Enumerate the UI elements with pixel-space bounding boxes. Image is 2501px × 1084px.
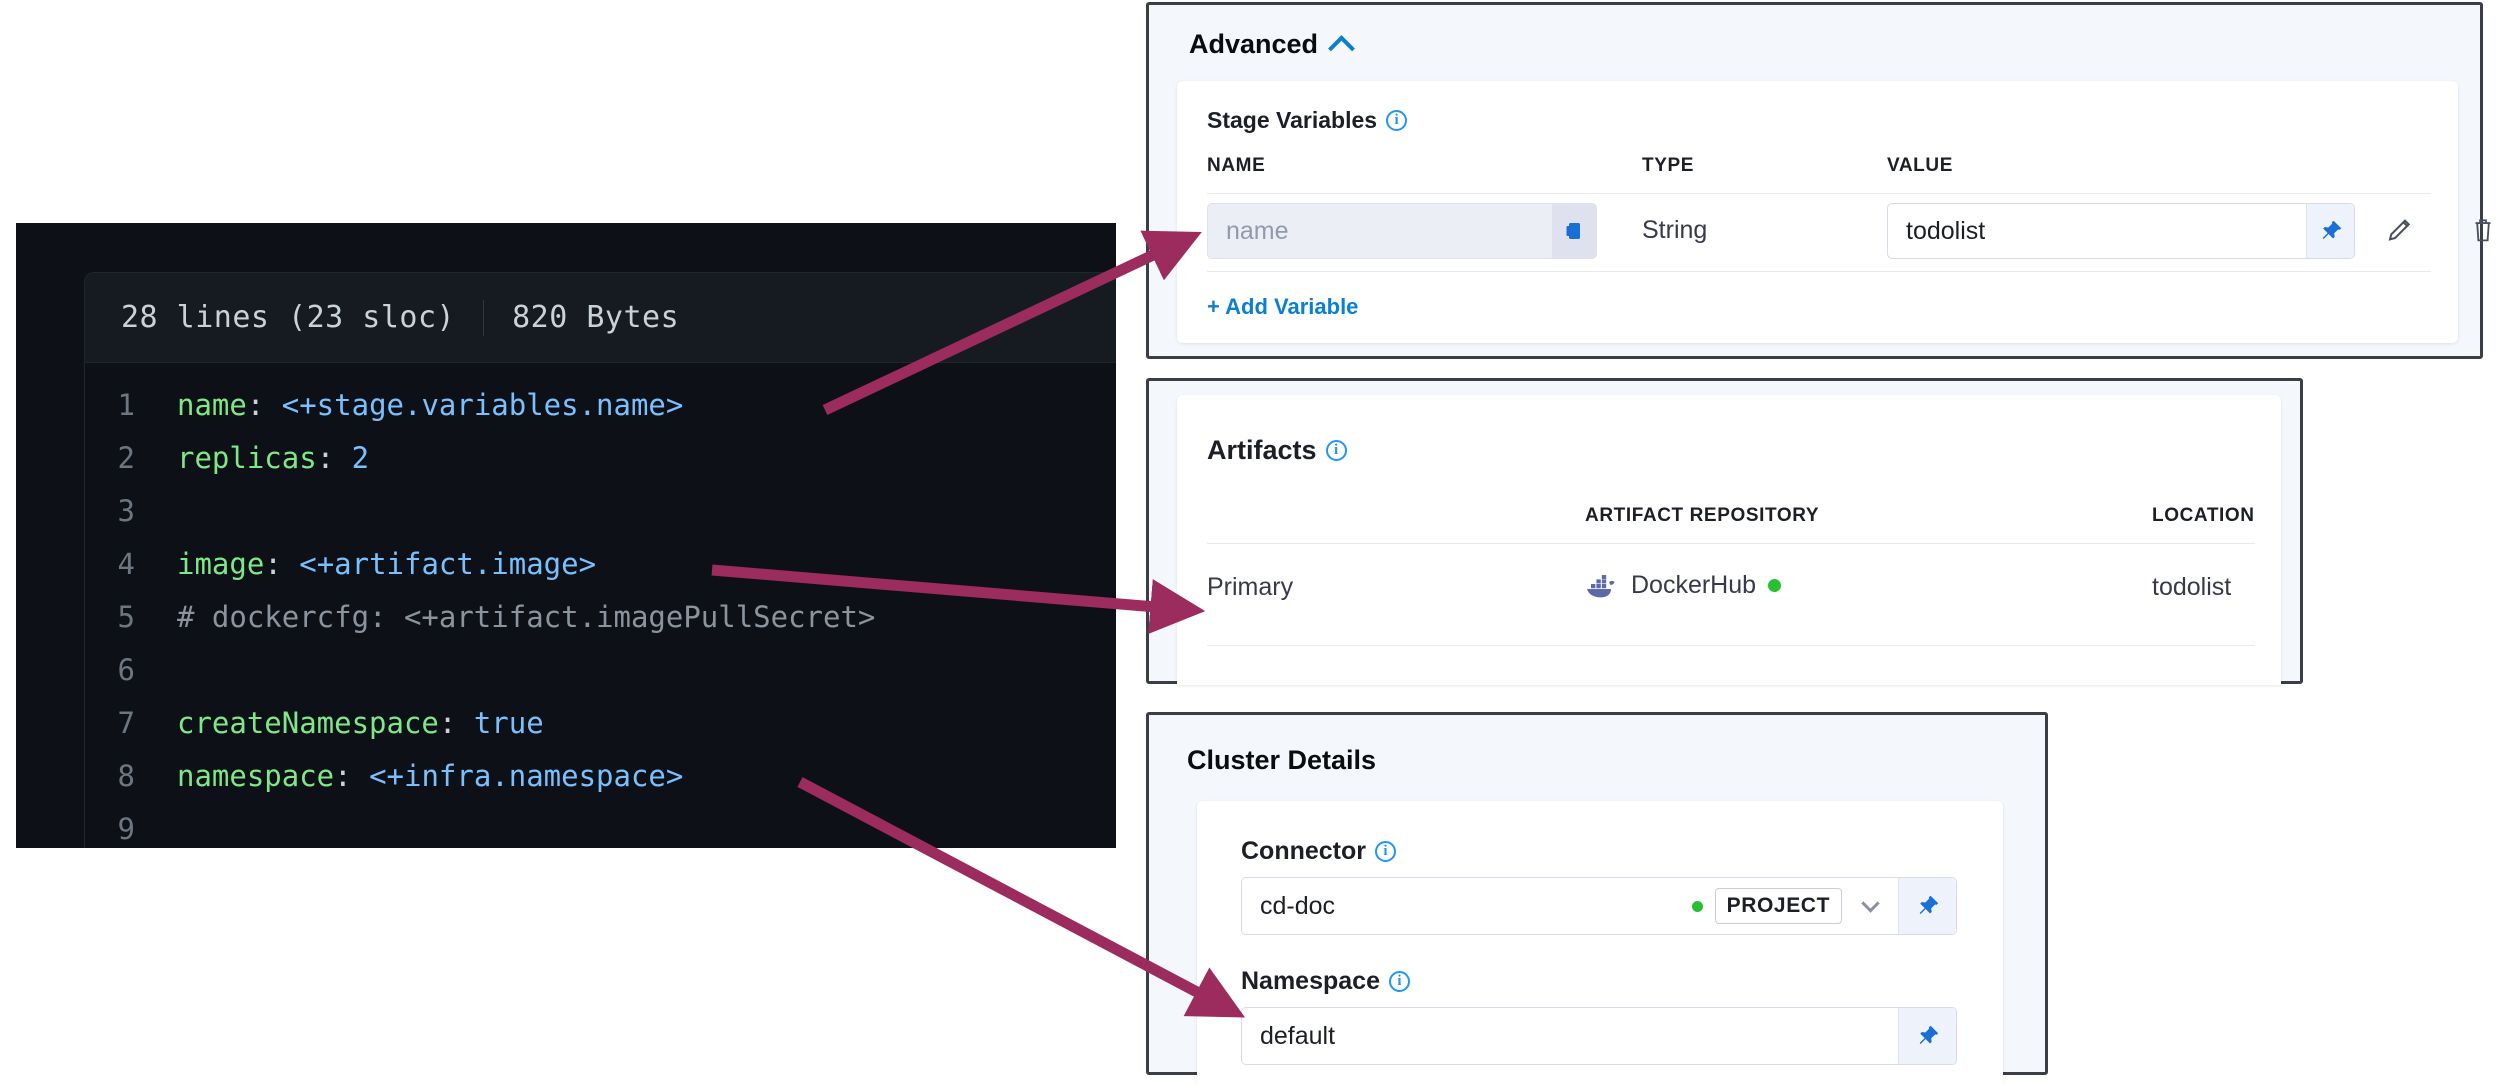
stage-variable-type: String xyxy=(1642,216,1708,244)
docker-icon xyxy=(1585,573,1619,599)
column-header-artifact-repository: ARTIFACT REPOSITORY xyxy=(1585,505,1820,526)
code-line-1: 1 name: <+stage.variables.name> xyxy=(85,379,1116,432)
variable-icon[interactable] xyxy=(1552,203,1596,259)
code-line-text: createNamespace: true xyxy=(177,706,544,740)
green-dot-icon xyxy=(1691,900,1703,912)
artifact-repository-cell: DockerHub xyxy=(1585,571,1782,600)
stage-variables-card: Stage Variables i NAME TYPE VALUE name xyxy=(1177,81,2491,343)
info-icon[interactable]: i xyxy=(1375,841,1396,862)
code-line-3: 3 xyxy=(85,485,1116,538)
namespace-label: Namespace i xyxy=(1241,967,1410,996)
code-body[interactable]: 1 name: <+stage.variables.name> 2 replicas:… xyxy=(85,363,1116,848)
table-divider-bottom xyxy=(1207,271,2431,272)
code-line-number: 1 xyxy=(117,388,135,422)
code-line-7: 7 createNamespace: true xyxy=(85,697,1116,750)
code-viewer-inner: 28 lines (23 sloc) 820 Bytes 1 name: <+st… xyxy=(84,272,1116,848)
green-dot-icon xyxy=(1768,579,1782,592)
cluster-details-title: Cluster Details xyxy=(1187,745,1377,775)
artifacts-label: Artifacts i xyxy=(1207,435,1347,466)
code-line-text: # dockercfg: <+artifact.imagePullSecret> xyxy=(177,600,876,634)
code-line-number: 6 xyxy=(117,653,135,687)
table-divider-top xyxy=(1207,193,2431,194)
code-line-number: 4 xyxy=(117,547,135,581)
stage-variables-label: Stage Variables i xyxy=(1207,107,1408,134)
advanced-section-header[interactable]: Advanced xyxy=(1189,29,1355,62)
add-variable-button[interactable]: + Add Variable xyxy=(1207,294,1359,319)
stage-variable-value-field[interactable]: todolist xyxy=(1887,203,2355,259)
code-line-text: image: <+artifact.image> xyxy=(177,547,597,581)
code-line-text: replicas: 2 xyxy=(177,441,370,475)
artifacts-panel: Artifacts i ARTIFACT REPOSITORY LOCATION… xyxy=(1146,378,2303,685)
pencil-icon[interactable] xyxy=(2385,215,2415,245)
info-icon[interactable]: i xyxy=(1325,440,1347,461)
code-line-number: 3 xyxy=(117,494,135,528)
artifacts-card: Artifacts i ARTIFACT REPOSITORY LOCATION… xyxy=(1177,395,2281,685)
cluster-details-card: Connector i cd-doc PROJECT Namespace i xyxy=(1197,801,2003,1084)
code-line-2: 2 replicas: 2 xyxy=(85,432,1116,485)
chevron-up-icon[interactable] xyxy=(1328,34,1355,62)
code-line-number: 8 xyxy=(117,759,135,793)
code-size-meta: 820 Bytes xyxy=(512,300,680,335)
cluster-details-header: Cluster Details xyxy=(1187,745,1376,776)
code-line-9: 9 xyxy=(85,803,1116,848)
code-line-8: 8 namespace: <+infra.namespace> xyxy=(85,750,1116,803)
connector-value: cd-doc xyxy=(1260,891,1336,920)
code-viewer-panel: 28 lines (23 sloc) 820 Bytes 1 name: <+st… xyxy=(16,223,1116,848)
code-line-4: 4 image: <+artifact.image> xyxy=(85,538,1116,591)
advanced-title: Advanced xyxy=(1189,29,1319,59)
code-line-6: 6 xyxy=(85,644,1116,697)
trash-icon[interactable] xyxy=(2469,215,2497,245)
namespace-value: default xyxy=(1260,1021,1336,1050)
code-line-5: 5 # dockercfg: <+artifact.imagePullSecret… xyxy=(85,591,1116,644)
artifacts-divider-bottom xyxy=(1207,645,2255,646)
cluster-details-panel: Cluster Details Connector i cd-doc PROJE… xyxy=(1146,712,2048,1084)
stage-variable-name-field[interactable]: name xyxy=(1207,203,1597,259)
pin-icon[interactable] xyxy=(1898,1008,1956,1064)
stage-variable-row: name String todolist xyxy=(1207,203,2491,265)
code-line-text xyxy=(177,803,194,848)
artifacts-divider-top xyxy=(1207,543,2255,544)
connector-label-text: Connector xyxy=(1241,837,1366,865)
pin-icon[interactable] xyxy=(2306,204,2354,258)
column-header-value: VALUE xyxy=(1887,155,1953,176)
code-line-number: 9 xyxy=(117,812,135,846)
artifacts-label-text: Artifacts xyxy=(1207,435,1317,465)
artifacts-primary-row[interactable]: Primary xyxy=(1207,565,2257,625)
code-line-text: name: <+stage.variables.name> xyxy=(177,388,684,422)
code-line-number: 2 xyxy=(117,441,135,475)
artifact-repository-name: DockerHub xyxy=(1631,571,1757,599)
code-line-text xyxy=(177,644,194,697)
code-line-number: 7 xyxy=(117,706,135,740)
stage-variable-name-placeholder: name xyxy=(1226,216,1289,245)
code-line-text xyxy=(177,485,194,538)
info-icon[interactable]: i xyxy=(1386,110,1408,131)
connector-scope-tag: PROJECT xyxy=(1714,888,1842,924)
code-line-number: 5 xyxy=(117,600,135,634)
code-lines-meta: 28 lines (23 sloc) xyxy=(121,300,456,335)
artifact-type: Primary xyxy=(1207,573,1294,601)
column-header-name: NAME xyxy=(1207,155,1266,176)
connector-input[interactable]: cd-doc PROJECT xyxy=(1241,877,1957,935)
code-line-text: namespace: <+infra.namespace> xyxy=(177,759,684,793)
column-header-type: TYPE xyxy=(1642,155,1695,176)
stage-variables-label-text: Stage Variables xyxy=(1207,107,1378,133)
meta-divider xyxy=(483,299,485,336)
connector-label: Connector i xyxy=(1241,837,1396,866)
namespace-label-text: Namespace xyxy=(1241,967,1380,995)
stage-variable-value-text: todolist xyxy=(1906,216,1986,245)
code-file-header: 28 lines (23 sloc) 820 Bytes xyxy=(85,273,1116,363)
artifact-location: todolist xyxy=(2152,573,2232,601)
column-header-location: LOCATION xyxy=(2152,505,2255,526)
namespace-input[interactable]: default xyxy=(1241,1007,1957,1065)
pin-icon[interactable] xyxy=(1898,878,1956,934)
chevron-down-icon[interactable] xyxy=(1842,877,1898,935)
advanced-panel: Advanced Stage Variables i NAME TYPE VAL… xyxy=(1146,2,2491,359)
info-icon[interactable]: i xyxy=(1388,971,1410,992)
